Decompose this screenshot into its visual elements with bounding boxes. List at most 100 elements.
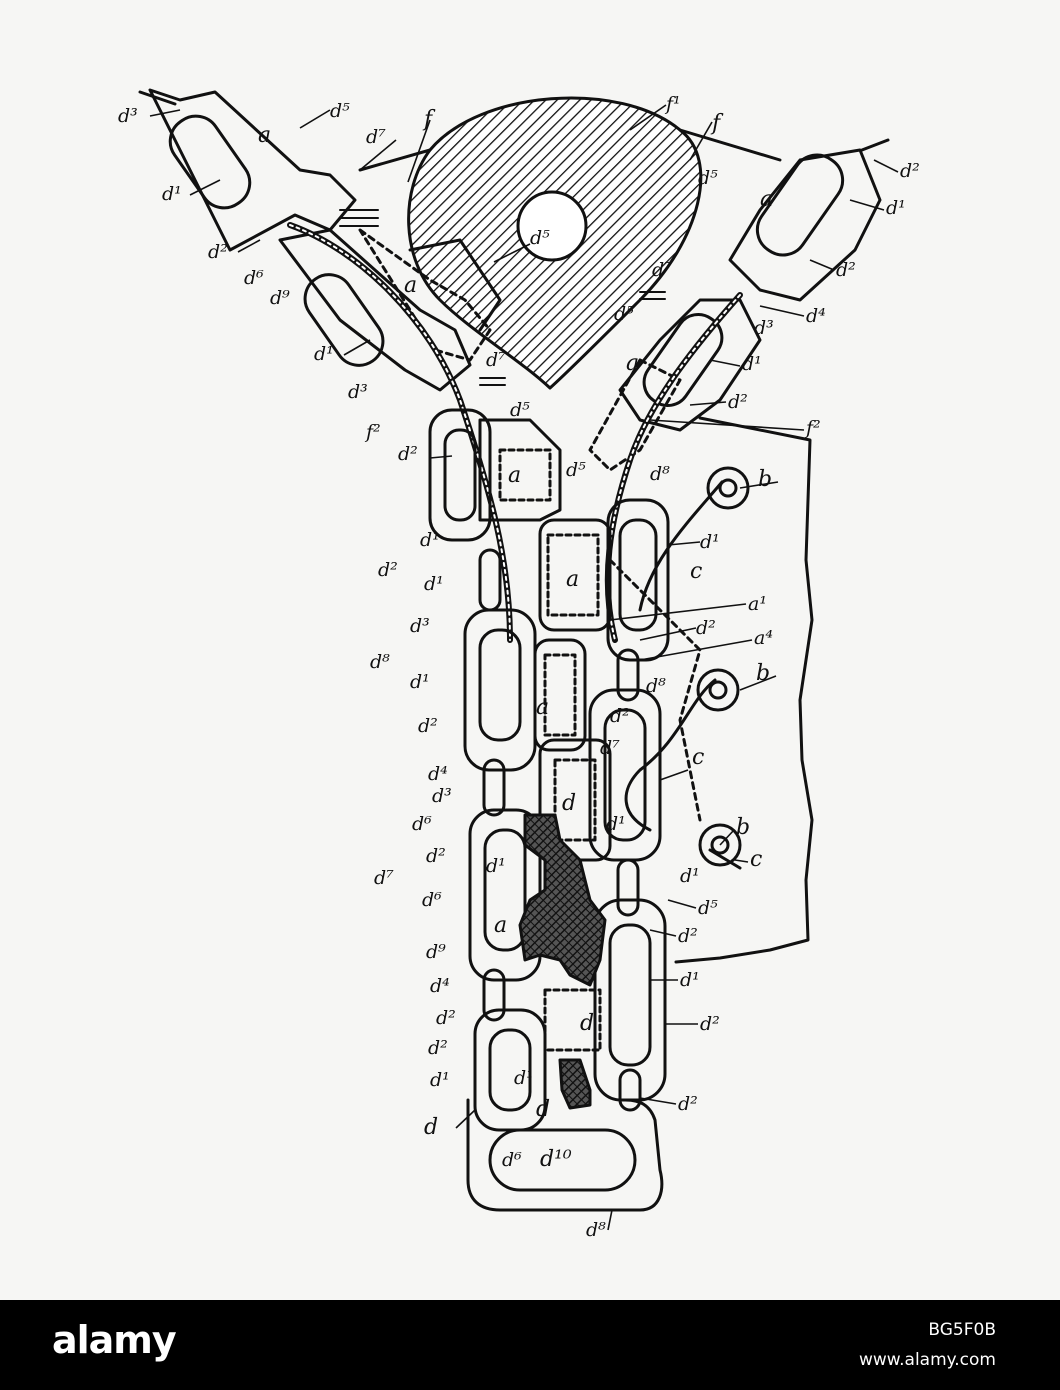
- label-d3-left-2: d³: [348, 381, 368, 403]
- label-d1-mid-right: d¹: [700, 531, 720, 553]
- label-c-1: c: [690, 559, 702, 584]
- label-d2-left-1: d²: [208, 241, 228, 263]
- label-d5-center: d⁵: [530, 227, 550, 249]
- label-d3-top-left: d³: [118, 105, 138, 127]
- zipper-patent-drawing: d³ a d⁵ d⁷ f f¹ f d² d¹ d⁵ a d¹ d² d⁵ d²…: [0, 0, 1060, 1300]
- label-d9-lower-left: d⁹: [426, 941, 446, 963]
- label-d2-left-4: d²: [418, 715, 438, 737]
- label-d3-right-2: d³: [754, 317, 774, 339]
- label-f2-right: f²: [804, 417, 821, 439]
- label-d2-left-5: d²: [426, 845, 446, 867]
- label-d2-lower-right: d²: [678, 925, 698, 947]
- label-d2-right-1: d²: [836, 259, 856, 281]
- label-d2-mid-right: d²: [696, 617, 716, 639]
- label-d1-mid-left: d¹: [420, 529, 440, 551]
- label-d2-lower-right-2: d²: [700, 1013, 720, 1035]
- label-d2-center: d²: [610, 705, 630, 727]
- label-d5-right: d⁵: [698, 167, 718, 189]
- label-f-right: f: [710, 111, 724, 136]
- center-link-11: [475, 1010, 545, 1130]
- label-d1-bottom-left: d¹: [430, 1069, 450, 1091]
- rivet-3: [484, 760, 504, 815]
- label-d6-left-2: d⁶: [412, 813, 432, 835]
- label-d2-mid-left: d²: [378, 559, 398, 581]
- label-d8-center: d⁸: [646, 675, 666, 697]
- label-d5-top-left: d⁵: [330, 100, 350, 122]
- label-d-bottom-center: d: [536, 1097, 550, 1122]
- label-d1-mid-left-2: d¹: [424, 573, 444, 595]
- label-d10-bottom: d¹⁰: [540, 1147, 572, 1172]
- label-d7-center-2: d⁷: [600, 737, 620, 759]
- label-d6-bottom: d⁶: [502, 1149, 522, 1171]
- slider-pivot-hole: [518, 192, 586, 260]
- label-d7-center: d⁷: [486, 349, 506, 371]
- label-a-top-left: a: [258, 123, 271, 148]
- interlock-dark-lower: [560, 1060, 590, 1108]
- label-f1: f¹: [664, 93, 681, 115]
- label-d-center: d: [562, 791, 576, 816]
- label-a4-right: a⁴: [754, 627, 773, 649]
- label-d2-lower-left: d²: [436, 1007, 456, 1029]
- label-d1-lower-right: d¹: [680, 865, 700, 887]
- label-a-lower: a: [494, 913, 507, 938]
- label-c-2: c: [692, 745, 704, 770]
- label-d3-left-4: d³: [432, 785, 452, 807]
- center-link-3: [465, 610, 535, 770]
- label-d2-top-right: d²: [900, 160, 920, 182]
- label-d4-right-2: d⁴: [806, 305, 826, 327]
- eyelet-b-2: [626, 670, 738, 830]
- label-a-center: a: [536, 695, 549, 720]
- label-d4-left: d⁴: [428, 763, 448, 785]
- label-d1-left-2: d¹: [314, 343, 334, 365]
- label-a-right: a: [760, 187, 773, 212]
- watermark-bar: alamy BG5F0B www.alamy.com: [0, 1300, 1060, 1390]
- label-a-left-2: a: [404, 273, 417, 298]
- label-d2-bottom-left: d²: [428, 1037, 448, 1059]
- label-d1-bottom-center: d¹: [514, 1067, 534, 1089]
- label-d8-bottom: d⁸: [586, 1219, 606, 1241]
- label-b-1: b: [758, 467, 772, 492]
- label-d1-top-right: d¹: [886, 197, 906, 219]
- label-d7-lower-left: d⁷: [374, 867, 394, 889]
- label-d2-left-3: d²: [398, 443, 418, 465]
- label-d1-top-left: d¹: [162, 183, 182, 205]
- label-d2-right-3: d²: [728, 391, 748, 413]
- label-d5-mid: d⁵: [566, 459, 586, 481]
- label-d-lower: d: [580, 1011, 594, 1036]
- label-d7-right: d⁷: [652, 259, 672, 281]
- label-f-left: f: [422, 107, 436, 132]
- label-d5-right-2: d⁵: [614, 303, 634, 325]
- label-d5-lower-right: d⁵: [698, 897, 718, 919]
- label-d3-mid-left: d³: [410, 615, 430, 637]
- label-a1-right: a¹: [748, 593, 767, 615]
- rivet-1: [480, 550, 500, 610]
- label-d5-lower: d⁵: [510, 399, 530, 421]
- label-a-mid-left: a: [508, 463, 521, 488]
- label-d1-center: d¹: [606, 813, 626, 835]
- eyelet-b-3: [700, 825, 740, 868]
- label-d1-right-2: d¹: [742, 353, 762, 375]
- label-b-3: b: [736, 815, 750, 840]
- label-d8-mid: d⁸: [650, 463, 670, 485]
- label-a-right-2: a: [626, 351, 639, 376]
- label-a-mid: a: [566, 567, 579, 592]
- label-d7-top-left: d⁷: [366, 126, 386, 148]
- label-d6-left: d⁶: [244, 267, 264, 289]
- rivet-4: [618, 860, 638, 915]
- label-d2-bottom-right: d²: [678, 1093, 698, 1115]
- image-id-text: BG5F0B: [928, 1320, 996, 1340]
- label-d1-left-3: d¹: [410, 671, 430, 693]
- upper-right-link-1: [730, 140, 888, 300]
- label-d-bottom: d: [424, 1115, 438, 1140]
- label-d4-lower-left: d⁴: [430, 975, 450, 997]
- label-d1-lower: d¹: [486, 855, 506, 877]
- label-c-3: c: [750, 847, 762, 872]
- label-d6-lower-left: d⁶: [422, 889, 442, 911]
- label-d8-left: d⁸: [370, 651, 390, 673]
- label-d1-lower-right-2: d¹: [680, 969, 700, 991]
- label-f2-left: f²: [364, 421, 381, 443]
- rivet-6: [620, 1070, 640, 1110]
- site-url-text: www.alamy.com: [859, 1350, 996, 1370]
- brand-logo: alamy: [52, 1318, 176, 1362]
- label-d9-left: d⁹: [270, 287, 290, 309]
